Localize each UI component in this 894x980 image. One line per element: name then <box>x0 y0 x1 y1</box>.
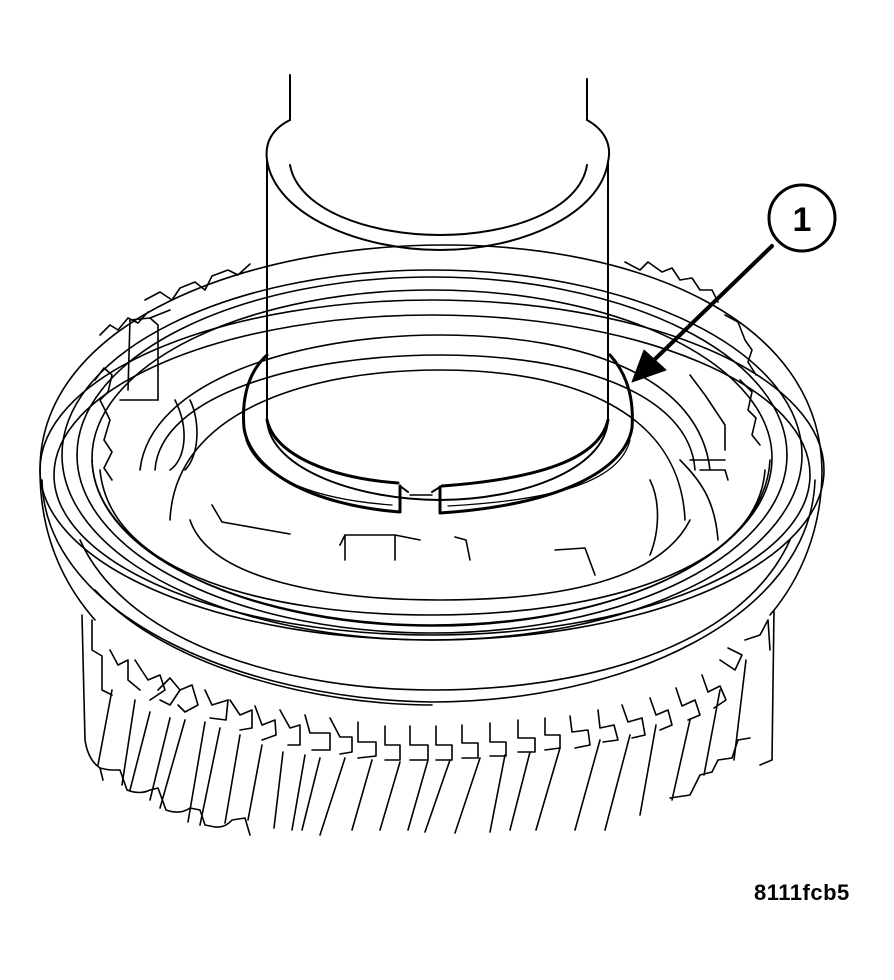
clutch-teeth <box>91 619 771 761</box>
shaft <box>265 74 610 501</box>
synchronizer-sleeve <box>39 244 825 706</box>
callout-number: 1 <box>793 201 812 239</box>
snap-ring <box>242 353 634 515</box>
synchronizer-hub <box>94 261 761 601</box>
gear <box>81 609 775 836</box>
figure-id-label: 8111fcb5 <box>754 880 850 905</box>
callout-1: 1 <box>631 183 837 383</box>
